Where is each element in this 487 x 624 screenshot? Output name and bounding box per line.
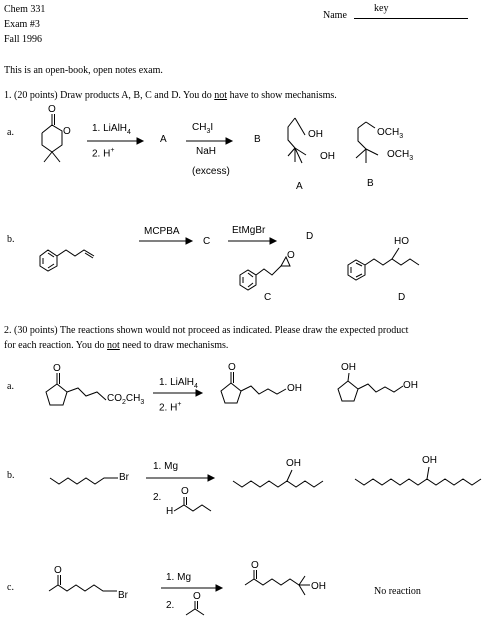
q2-prompt-line2-pre: for each reaction. You do [4,340,108,351]
q2c-no-reaction: No reaction [374,586,421,597]
course-title: Chem 331 [4,4,46,15]
q1a-answer-b-och3-1: OCH3 [377,127,404,140]
q1a-step2: 2. H+ [92,147,115,160]
q1a-lactone-carbonyl-o: O [48,104,56,115]
q1b-answer-d-ho: HO [394,236,409,247]
q1a-step1: 1. LiAlH4 [92,123,131,136]
q2a-answer-ketone-o: O [228,362,236,373]
q1a-reagent-top: CH3I [192,122,214,135]
q2-prompt-not: not [107,340,120,351]
q2b-aldehyde-h: H [166,506,174,517]
exam-number: Exam #3 [4,19,40,30]
q2a-step2: 2. H+ [159,401,182,414]
q2b-label: b. [7,470,15,481]
q1b-label: b. [7,234,15,245]
name-value: key [374,3,389,14]
q2c-step2: 2. [166,600,175,611]
q2a-label: a. [7,381,14,392]
q2-prompt-line2-post: need to draw mechanisms. [119,340,229,351]
q1b-answer-c-o: O [287,250,295,261]
q2c-label: c. [7,582,14,593]
intro-text: This is an open-book, open notes exam. [4,65,163,76]
q2-prompt-line2: for each reaction. You do not need to dr… [4,340,228,351]
q1a-answer-a-label: A [296,181,303,192]
q2b-step1: 1. Mg [153,461,179,472]
q2b-step2: 2. [153,492,162,503]
q2c-step1: 1. Mg [166,572,192,583]
q2c-acetone-o: O [193,591,201,602]
q2c-answer-oh: OH [311,581,326,592]
name-label: Name [323,10,347,21]
q1a-lactone-ring-o: O [63,126,71,137]
q1a-reagent-bottom: NaH [196,146,217,157]
q2c-br: Br [118,590,128,601]
q2c-answer-o: O [251,560,259,571]
exam-term: Fall 1996 [4,34,43,45]
q2b-answer2-oh: OH [422,455,437,466]
q1-prompt-post: have to show mechanisms. [227,90,337,101]
q1a-label: a. [7,127,14,138]
q2a-answer-oh: OH [287,383,302,394]
q2b-aldehyde-o: O [181,486,189,497]
q2a-step1: 1. LiAlH4 [159,377,198,390]
q1a-answer-b-och3-2: OCH3 [387,149,414,162]
q2a-answer2-chain-oh: OH [403,380,418,391]
q2b-br: Br [119,472,129,483]
q1-prompt-pre: 1. (20 points) Draw products A, B, C and… [4,90,215,101]
q1a-reagent-excess: (excess) [192,166,230,177]
q1a-product-a-label: A [160,134,167,145]
q1-prompt-not: not [214,90,228,101]
q1b-product-d-label: D [306,231,314,242]
q1b-reagent1: MCPBA [144,226,180,237]
q1a-product-b-label: B [254,134,261,145]
q1b-reagent2: EtMgBr [232,225,266,236]
name-underline [354,18,468,19]
q2a-answer2-ring-oh: OH [341,362,356,373]
q1a-answer-a-oh1: OH [308,129,323,140]
q1a-answer-b-label: B [367,178,374,189]
q1-prompt: 1. (20 points) Draw products A, B, C and… [4,90,337,101]
q2a-ketone-o: O [53,363,61,374]
q1b-product-c-label: C [203,236,211,247]
q1b-answer-d-label: D [398,292,406,303]
q1a-answer-a-oh2: OH [320,151,335,162]
q2c-ketone-o: O [54,565,62,576]
q2a-ester-group: CO2CH3 [107,393,145,406]
q2b-answer1-oh: OH [286,458,301,469]
q1b-answer-c-label: C [264,292,272,303]
q2-prompt-line1: 2. (30 points) The reactions shown would… [4,325,409,336]
